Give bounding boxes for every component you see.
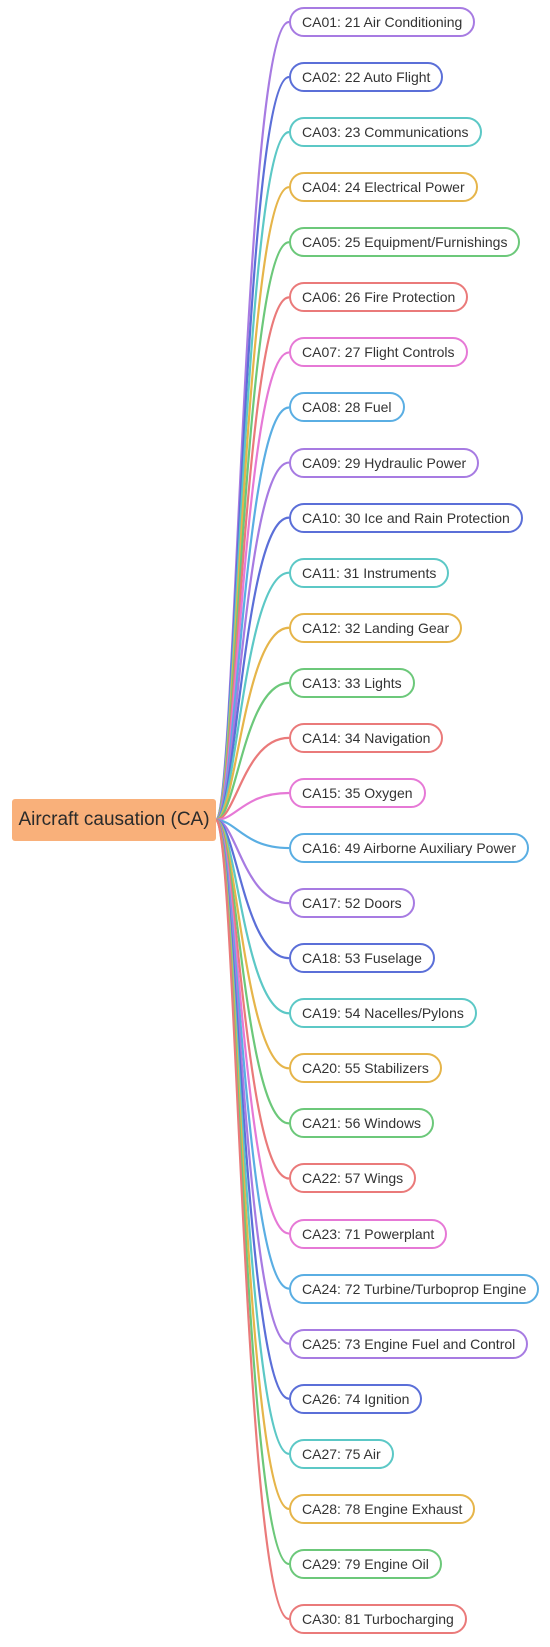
child-node[interactable]: CA28: 78 Engine Exhaust bbox=[289, 1493, 476, 1524]
child-node[interactable]: CA19: 54 Nacelles/Pylons bbox=[289, 998, 477, 1029]
child-node-label: CA12: 32 Landing Gear bbox=[302, 619, 450, 636]
connector-line bbox=[214, 131, 290, 822]
child-node-label: CA06: 26 Fire Protection bbox=[302, 289, 456, 306]
child-node[interactable]: CA13: 33 Lights bbox=[289, 667, 415, 698]
child-node[interactable]: CA02: 22 Auto Flight bbox=[289, 62, 444, 93]
connector-line bbox=[214, 818, 290, 1621]
child-node[interactable]: CA01: 21 Air Conditioning bbox=[289, 7, 476, 37]
connector-line bbox=[215, 736, 290, 822]
child-node[interactable]: CA30: 81 Turbocharging bbox=[289, 1604, 467, 1635]
child-node[interactable]: CA06: 26 Fire Protection bbox=[289, 282, 469, 313]
child-node-label: CA14: 34 Navigation bbox=[302, 729, 431, 746]
child-node-label: CA05: 25 Equipment/Furnishings bbox=[302, 234, 508, 251]
child-node[interactable]: CA23: 71 Powerplant bbox=[289, 1218, 448, 1249]
child-node-label: CA09: 29 Hydraulic Power bbox=[302, 454, 467, 471]
child-node-label: CA25: 73 Engine Fuel and Control bbox=[302, 1335, 516, 1352]
child-node[interactable]: CA18: 53 Fuselage bbox=[289, 943, 435, 974]
child-node-label: CA08: 28 Fuel bbox=[302, 399, 392, 416]
child-node-label: CA07: 27 Flight Controls bbox=[302, 344, 455, 361]
child-node-label: CA24: 72 Turbine/Turboprop Engine bbox=[302, 1280, 527, 1297]
child-node-label: CA26: 74 Ignition bbox=[302, 1390, 410, 1407]
child-node-label: CA18: 53 Fuselage bbox=[302, 950, 422, 967]
child-node[interactable]: CA26: 74 Ignition bbox=[289, 1383, 423, 1414]
child-node-label: CA10: 30 Ice and Rain Protection bbox=[302, 509, 510, 526]
child-node-label: CA16: 49 Airborne Auxiliary Power bbox=[302, 840, 516, 857]
connector-line bbox=[214, 818, 290, 1510]
child-node-label: CA13: 33 Lights bbox=[302, 674, 402, 691]
child-node-label: CA01: 21 Air Conditioning bbox=[302, 14, 463, 30]
child-node[interactable]: CA08: 28 Fuel bbox=[289, 392, 405, 423]
child-node[interactable]: CA16: 49 Airborne Auxiliary Power bbox=[289, 833, 529, 864]
child-node-label: CA19: 54 Nacelles/Pylons bbox=[302, 1005, 464, 1022]
child-node[interactable]: CA17: 52 Doors bbox=[289, 888, 415, 919]
child-node-label: CA04: 24 Electrical Power bbox=[302, 179, 465, 196]
child-node-label: CA23: 71 Powerplant bbox=[302, 1225, 435, 1242]
child-node-label: CA21: 56 Windows bbox=[302, 1115, 422, 1132]
child-node-label: CA03: 23 Communications bbox=[302, 124, 469, 141]
connector-line bbox=[215, 818, 290, 850]
child-node[interactable]: CA12: 32 Landing Gear bbox=[289, 612, 463, 643]
child-node-label: CA20: 55 Stabilizers bbox=[302, 1060, 429, 1077]
child-node[interactable]: CA05: 25 Equipment/Furnishings bbox=[289, 227, 521, 258]
child-node-label: CA11: 31 Instruments bbox=[302, 564, 437, 581]
child-node[interactable]: CA22: 57 Wings bbox=[289, 1163, 417, 1194]
connector-line bbox=[215, 626, 290, 822]
child-node[interactable]: CA29: 79 Engine Oil bbox=[289, 1548, 442, 1579]
child-node[interactable]: CA03: 23 Communications bbox=[289, 117, 482, 148]
root-node[interactable]: Aircraft causation (CA) bbox=[12, 799, 216, 841]
child-node-label: CA30: 81 Turbocharging bbox=[302, 1611, 454, 1628]
child-node[interactable]: CA04: 24 Electrical Power bbox=[289, 172, 478, 203]
child-node[interactable]: CA24: 72 Turbine/Turboprop Engine bbox=[289, 1273, 540, 1304]
child-node[interactable]: CA11: 31 Instruments bbox=[289, 557, 450, 588]
child-node[interactable]: CA20: 55 Stabilizers bbox=[289, 1053, 442, 1084]
child-node-label: CA29: 79 Engine Oil bbox=[302, 1555, 429, 1572]
child-node-label: CA15: 35 Oxygen bbox=[302, 784, 413, 801]
child-node-label: CA02: 22 Auto Flight bbox=[302, 69, 431, 86]
child-node-label: CA28: 78 Engine Exhaust bbox=[302, 1500, 463, 1517]
child-node[interactable]: CA25: 73 Engine Fuel and Control bbox=[289, 1328, 529, 1359]
connector-line bbox=[215, 681, 290, 822]
child-node[interactable]: CA14: 34 Navigation bbox=[289, 722, 444, 753]
child-node[interactable]: CA27: 75 Air bbox=[289, 1438, 394, 1469]
child-node-label: CA27: 75 Air bbox=[302, 1445, 381, 1462]
child-node[interactable]: CA10: 30 Ice and Rain Protection bbox=[289, 502, 523, 533]
root-label: Aircraft causation (CA) bbox=[18, 809, 210, 830]
child-node[interactable]: CA07: 27 Flight Controls bbox=[289, 337, 468, 368]
child-node[interactable]: CA15: 35 Oxygen bbox=[289, 777, 426, 808]
child-node[interactable]: CA21: 56 Windows bbox=[289, 1108, 435, 1139]
child-node-label: CA22: 57 Wings bbox=[302, 1170, 404, 1187]
child-node-label: CA17: 52 Doors bbox=[302, 895, 402, 912]
connector-line bbox=[215, 791, 290, 822]
child-node[interactable]: CA09: 29 Hydraulic Power bbox=[289, 447, 480, 478]
